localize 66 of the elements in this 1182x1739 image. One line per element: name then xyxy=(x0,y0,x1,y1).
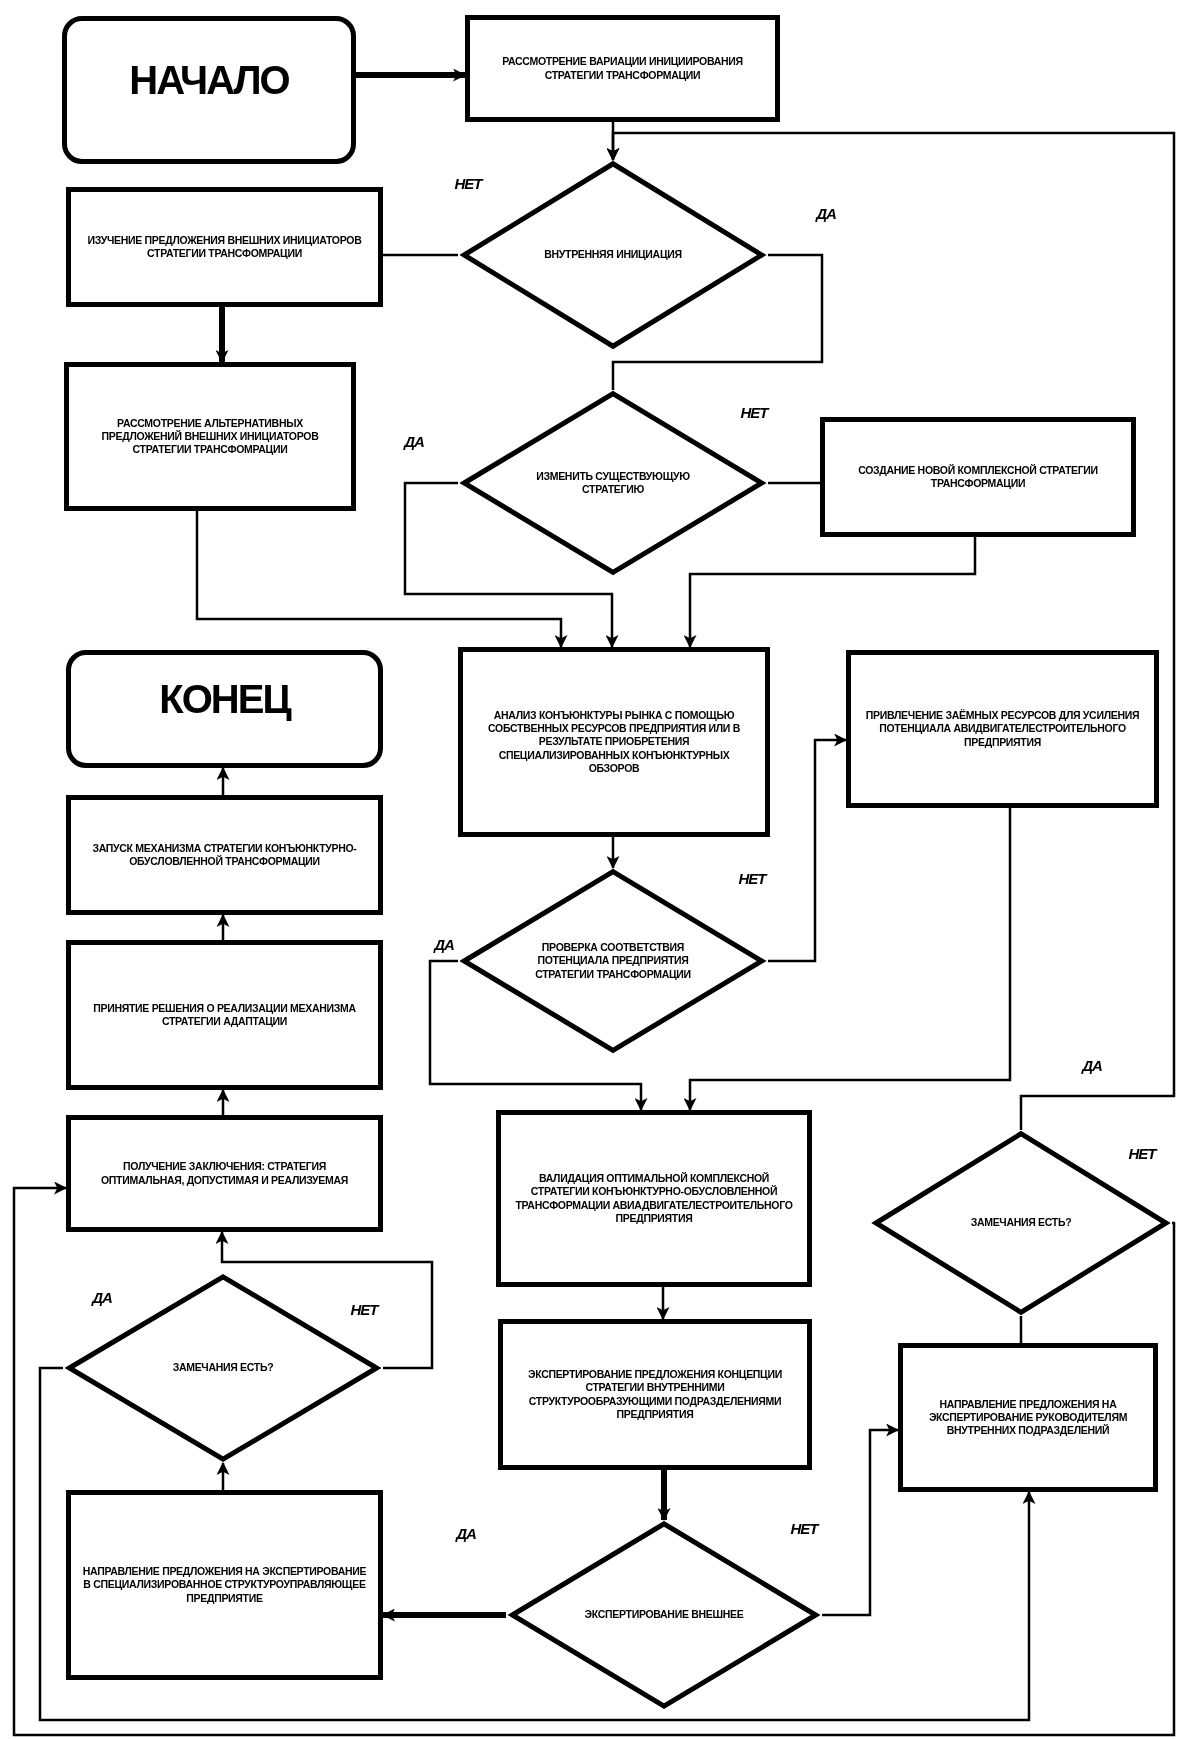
node-text: РАССМОТРЕНИЕ ВАРИАЦИИ ИНИЦИИРОВАНИЯ СТРАТЕГИИ ТРАНСФОРМАЦИИ xyxy=(501,55,744,82)
terminal-box xyxy=(62,16,356,164)
arrow xyxy=(215,1230,434,1370)
decision-diamond xyxy=(63,1273,383,1463)
process-box xyxy=(66,1490,383,1680)
terminal-label: НАЧАЛО xyxy=(129,57,289,104)
terminal-box xyxy=(66,650,383,768)
node-text: ПРИВЛЕЧЕНИЕ ЗАЁМНЫХ РЕСУРСОВ ДЛЯ УСИЛЕНИЯ ПОТЕНЦИАЛА АВИДВИГАТЕЛЕСТРОИТЕЛЬНОГО ПРЕДПРИЯТИЯ xyxy=(864,709,1141,749)
decision-diamond xyxy=(458,868,768,1054)
process-box xyxy=(66,795,383,915)
arrow xyxy=(768,733,848,963)
arrow xyxy=(656,1287,670,1321)
node-text: ЭКСПЕРТИРОВАНИЕ ВНЕШНЕЕ xyxy=(584,1608,744,1622)
process-box xyxy=(846,650,1159,808)
arrow xyxy=(216,913,230,940)
process-box xyxy=(66,187,383,307)
terminal-label: КОНЕЦ xyxy=(159,676,290,723)
arrow xyxy=(606,837,620,870)
arrow xyxy=(428,959,648,1112)
decision-diamond xyxy=(506,1520,822,1710)
arrow xyxy=(683,537,977,649)
node-text: ПРИНЯТИЕ РЕШЕНИЯ О РЕАЛИЗАЦИИ МЕХАНИЗМА СТРАТЕГИИ АДАПТАЦИИ xyxy=(92,1001,357,1029)
node-text: РАССМОТРЕНИЕ АЛЬТЕРНАТИВНЫХ ПРЕДЛОЖЕНИЙ ВНЕШНИХ ИНИЦИАТОРОВ СТРАТЕГИИ ТРАНСФОМРАЦИИ xyxy=(100,416,320,457)
arrow xyxy=(215,307,229,364)
node-text: ВАЛИДАЦИЯ ОПТИМАЛЬНОЙ КОМПЛЕКСНОЙ СТРАТЕГИИ КОНЪЮНКТУРНО-ОБУСЛОВЛЕННОЙ ТРАНСФОРМАЦИИ АВИАДВИГАТЕЛЕСТРОИТЕЛЬНОГО ПРЕДПРИЯТИЯ xyxy=(514,1172,794,1225)
process-box xyxy=(458,647,770,837)
connector-line xyxy=(1019,1316,1023,1343)
node-text: ВНУТРЕННЯЯ ИНИЦИАЦИЯ xyxy=(544,248,682,262)
process-box xyxy=(820,417,1136,537)
arrow xyxy=(356,68,467,82)
node-text: НАПРАВЛЕНИЕ ПРЕДЛОЖЕНИЯ НА ЭКСПЕРТИРОВАНИЕ В СПЕЦИАЛИЗИРОВАННОЕ СТРУКТУРОУПРАВЛЯЮЩЕЕ ПРЕДПРИЯТИЕ xyxy=(81,1565,368,1605)
arrow xyxy=(822,1423,900,1617)
arrow xyxy=(381,1608,506,1622)
process-box xyxy=(465,15,780,122)
process-box xyxy=(496,1110,812,1287)
process-box xyxy=(66,1115,383,1232)
node-text: ИЗУЧЕНИЕ ПРЕДЛОЖЕНИЯ ВНЕШНИХ ИНИЦИАТОРОВ СТРАТЕГИИ ТРАНСФОМРАЦИИ xyxy=(86,233,363,261)
process-box xyxy=(498,1319,812,1470)
node-text: ЗАПУСК МЕХАНИЗМА СТРАТЕГИИ КОНЪЮНКТУРНО-ОБУСЛОВЛЕННОЙ ТРАНСФОРМАЦИИ xyxy=(91,841,358,869)
arrow xyxy=(195,511,568,649)
decision-diamond xyxy=(870,1130,1172,1316)
connector-line xyxy=(611,253,824,390)
process-box xyxy=(64,362,356,511)
node-text: АНАЛИЗ КОНЪЮНКТУРЫ РЫНКА С ПОМОЩЬЮ СОБСТВЕННЫХ РЕСУРСОВ ПРЕДПРИЯТИЯ ИЛИ В РЕЗУЛЬТАТЕ ПРИОБРЕТЕНИЯ СПЕЦИАЛИЗИРОВАННЫХ КОНЪЮНКТУРНЫХ ОБЗОРОВ xyxy=(487,709,741,775)
node-text: ЭКСПЕРТИРОВАНИЕ ПРЕДЛОЖЕНИЯ КОНЦЕПЦИИ СТРАТЕГИИ ВНУТРЕННИМИ СТРУКТУРООБРАЗУЮЩИМИ ПОДРАЗДЕЛЕНИЯМИ ПРЕДПРИЯТИЯ xyxy=(527,1368,783,1421)
node-text: ИЗМЕНИТЬ СУЩЕСТВУЮЩУЮ СТРАТЕГИЮ xyxy=(535,469,691,497)
arrow xyxy=(657,1470,671,1522)
process-box xyxy=(66,940,383,1090)
connector-line xyxy=(383,253,458,257)
arrow xyxy=(403,481,619,649)
arrow xyxy=(216,1461,230,1490)
node-text: ПОЛУЧЕНИЕ ЗАКЛЮЧЕНИЯ: СТРАТЕГИЯ ОПТИМАЛЬНАЯ, ДОПУСТИМАЯ И РЕАЛИЗУЕМАЯ xyxy=(100,1160,349,1187)
process-box xyxy=(898,1343,1158,1492)
node-text: СОЗДАНИЕ НОВОЙ КОМПЛЕКСНОЙ СТРАТЕГИИ ТРАНСФОРМАЦИИ xyxy=(857,463,1099,491)
arrow xyxy=(216,766,230,795)
arrow xyxy=(606,131,1176,1130)
arrow xyxy=(216,1088,230,1115)
node-text: НАПРАВЛЕНИЕ ПРЕДЛОЖЕНИЯ НА ЭКСПЕРТИРОВАНИЕ РУКОВОДИТЕЛЯМ ВНУТРЕННИХ ПОДРАЗДЕЛЕНИЙ xyxy=(927,1397,1129,1438)
arrow xyxy=(38,1366,1036,1722)
node-text: ЗАМЕЧАНИЯ ЕСТЬ? xyxy=(172,1361,274,1375)
arrow xyxy=(12,1181,1176,1737)
arrow xyxy=(683,808,1012,1112)
decision-diamond xyxy=(458,390,768,576)
connector-line xyxy=(768,481,820,485)
node-text: ПРОВЕРКА СООТВЕТСТВИЯ ПОТЕНЦИАЛА ПРЕДПРИЯТИЯ СТРАТЕГИИ ТРАНСФОРМАЦИИ xyxy=(534,941,692,981)
node-text: ЗАМЕЧАНИЯ ЕСТЬ? xyxy=(970,1216,1072,1230)
